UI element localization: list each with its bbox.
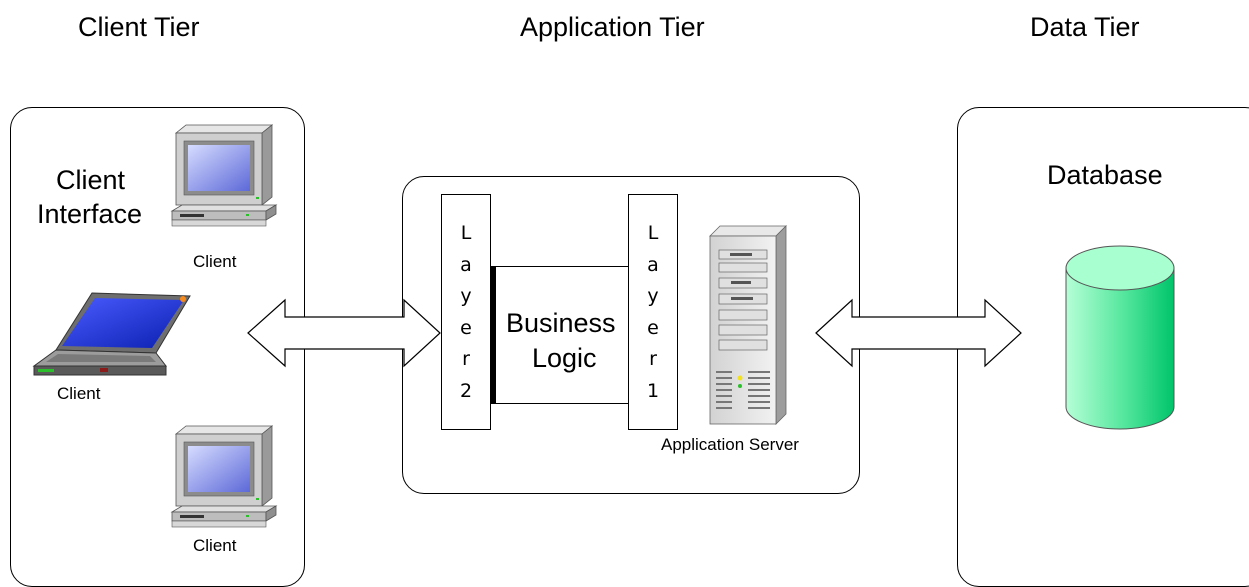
layer2-connector-bar bbox=[491, 266, 496, 404]
client-interface-label-line1: Client bbox=[56, 165, 126, 195]
layer-1-char: L bbox=[647, 222, 659, 244]
tower-server-icon bbox=[709, 225, 787, 425]
client-label-desktop-top: Client bbox=[193, 252, 237, 271]
database-cylinder-icon bbox=[1065, 245, 1175, 430]
layer-2-box: L a y e r 2 bbox=[441, 194, 491, 430]
layer-2-char: 2 bbox=[459, 379, 473, 402]
application-tier-title: Application Tier bbox=[520, 12, 705, 42]
application-server-label: Application Server bbox=[661, 435, 799, 454]
layer-2-char: L bbox=[460, 222, 472, 244]
desktop-computer-icon bbox=[171, 124, 277, 227]
layer-1-box: L a y e r 1 bbox=[628, 194, 678, 430]
database-label: Database bbox=[1047, 160, 1163, 190]
double-arrow-right bbox=[815, 298, 1022, 368]
client-label-laptop: Client bbox=[57, 384, 101, 403]
layer-2-char: r bbox=[462, 348, 470, 370]
icons-layer bbox=[32, 124, 1175, 528]
layer-1-char: a bbox=[647, 253, 659, 276]
laptop-icon bbox=[32, 292, 191, 376]
desktop-computer-icon bbox=[171, 425, 277, 528]
business-logic-label-line2: Logic bbox=[532, 343, 597, 373]
client-label-desktop-bottom: Client bbox=[193, 536, 237, 555]
layer-2-char: e bbox=[460, 316, 472, 339]
layer-1-char: 1 bbox=[646, 379, 660, 402]
business-logic-label-line1: Business bbox=[506, 308, 616, 338]
data-tier-title: Data Tier bbox=[1030, 12, 1140, 42]
layer-1-char: e bbox=[647, 316, 659, 339]
layer-1-char: r bbox=[649, 348, 657, 370]
layer-2-char: a bbox=[460, 253, 472, 276]
client-tier-title: Client Tier bbox=[78, 12, 200, 42]
layer-1-char: y bbox=[647, 285, 659, 307]
double-arrow-left bbox=[247, 298, 441, 368]
client-interface-label-line2: Interface bbox=[37, 199, 143, 229]
arrows-layer bbox=[247, 298, 1022, 368]
layer-2-char: y bbox=[460, 285, 472, 307]
